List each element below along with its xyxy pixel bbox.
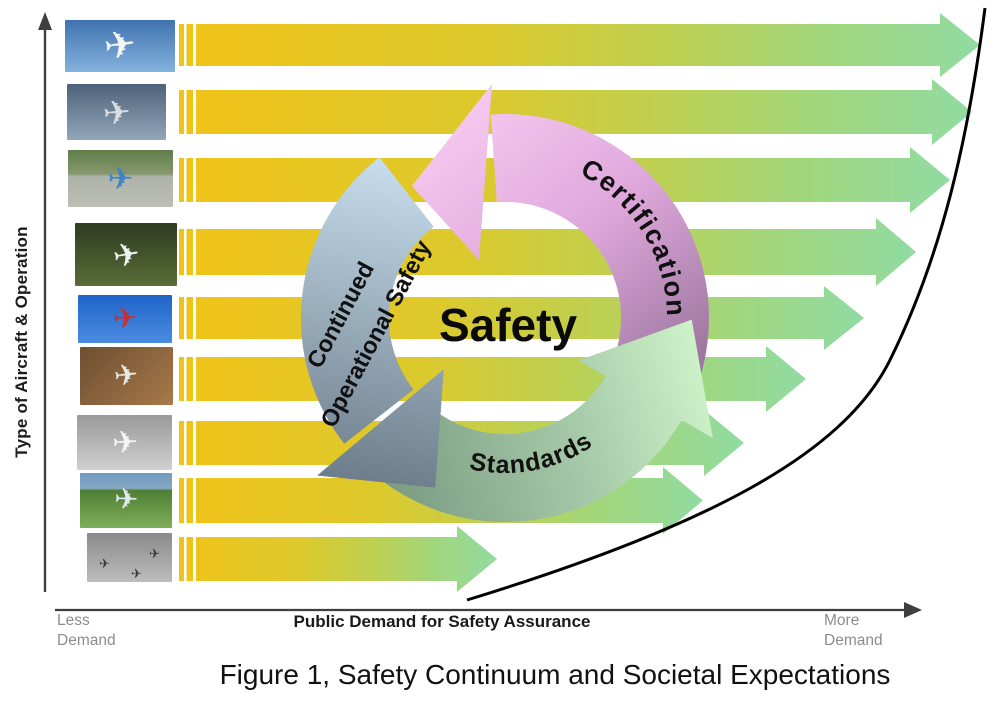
aircraft-photo-business-jet: ✈ (67, 84, 166, 140)
arrow-head-icon (910, 147, 950, 213)
y-axis (38, 12, 52, 592)
demand-arrow-row-6 (179, 346, 806, 412)
aircraft-photo-ultralights-airfield: ✈ ✈ ✈ (87, 533, 172, 582)
safety-center-label: Safety (439, 299, 577, 351)
safety-cycle: Certification Standards Continued Operat… (300, 84, 713, 522)
continued-operational-safety-arrow (300, 157, 435, 444)
standards-arrowhead-icon (578, 319, 713, 438)
x-axis-min-label: Less Demand (57, 612, 116, 649)
arrow-tail-bar (186, 297, 193, 339)
aircraft-photo-piston-single: ✈ (78, 295, 172, 343)
arrow-tail-bar (186, 90, 193, 134)
airplane-icon: ✈ (99, 556, 110, 571)
arrow-head-icon (457, 526, 497, 592)
aircraft-photo-light-sport-aircraft: ✈ (80, 473, 172, 528)
arrow-tail-bar (186, 537, 193, 581)
arrow-head-icon (824, 286, 864, 350)
x-axis-title: Public Demand for Safety Assurance (293, 612, 591, 631)
x-axis (55, 602, 922, 618)
arrow-tail-bar (179, 158, 184, 202)
aircraft-photo-amphibious-lightplane: ✈ (77, 415, 172, 470)
arrow-tail-bar (179, 297, 184, 339)
expectation-curve (466, 7, 987, 602)
arrow-tail-bar (179, 478, 184, 523)
arrow-tail-bar (186, 24, 193, 66)
figure-caption: Figure 1, Safety Continuum and Societal … (219, 659, 891, 690)
arrow-tail-bar (179, 421, 184, 465)
airplane-icon: ✈ (131, 566, 142, 581)
arrow-head-icon (704, 410, 744, 476)
aircraft-photo-high-wing-single: ✈ (80, 347, 173, 405)
arrow-head-icon (940, 13, 980, 77)
arrow-tail-bar (186, 357, 193, 401)
arrow-head-icon (766, 346, 806, 412)
airplane-icon: ✈ (149, 546, 160, 561)
x-axis-max-label: More Demand (824, 612, 883, 649)
aircraft-photo-small-business-jet: ✈ (75, 223, 177, 286)
arrow-tail-bar (186, 229, 193, 275)
arrow-tail-bar (186, 478, 193, 523)
certification-arrowhead-icon (412, 84, 492, 260)
continued-operational-safety-arrowhead-icon (317, 369, 444, 488)
arrow-tail-bar (179, 537, 184, 581)
aircraft-photo-commercial-airliner: ✈ (65, 20, 175, 72)
arrow-body (196, 229, 878, 275)
demand-arrow-row-9 (179, 526, 497, 592)
airplane-icon: ✈ (107, 161, 134, 196)
demand-arrows-group (179, 13, 980, 592)
arrow-tail-bar (179, 90, 184, 134)
demand-arrow-row-4 (179, 218, 916, 286)
arrow-body (196, 537, 459, 581)
demand-arrow-row-1 (179, 13, 980, 77)
arrow-body (196, 24, 942, 66)
arrow-tail-bar (186, 421, 193, 465)
arrow-tail-bar (179, 24, 184, 66)
y-axis-label: Type of Aircraft & Operation (12, 226, 31, 458)
arrow-tail-bar (179, 229, 184, 275)
arrow-tail-bar (186, 158, 193, 202)
arrow-head-icon (932, 79, 972, 145)
aircraft-photo-commuter-turboprop: ✈ (68, 150, 173, 207)
arrow-head-icon (876, 218, 916, 286)
arrow-head-icon (663, 467, 703, 534)
arrow-tail-bar (179, 357, 184, 401)
